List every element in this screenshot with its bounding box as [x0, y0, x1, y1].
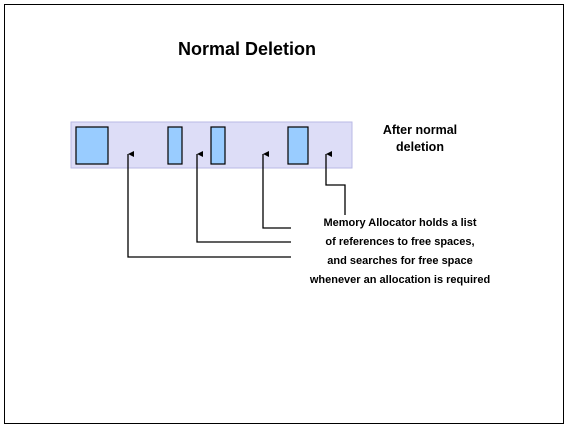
- free-space-pointer: [127, 151, 291, 258]
- free-space-pointer: [196, 151, 291, 243]
- allocated-block: [167, 126, 183, 165]
- memory-diagram: [70, 121, 353, 258]
- allocated-block: [210, 126, 226, 165]
- caption-line: and searches for free space: [327, 255, 473, 267]
- state-label: After normal deletion: [365, 122, 475, 156]
- slide: Normal Deletion After normal deletion Me…: [4, 4, 564, 424]
- state-label-line: deletion: [396, 140, 444, 154]
- free-space-pointer: [325, 151, 346, 215]
- allocated-block: [287, 126, 309, 165]
- state-label-line: After normal: [382, 123, 458, 137]
- caption-line: whenever an allocation is required: [309, 274, 491, 286]
- allocated-block: [75, 126, 109, 165]
- caption-line: Memory Allocator holds a list: [323, 217, 477, 229]
- caption-line: of references to free spaces,: [325, 236, 475, 248]
- free-space-pointer: [262, 151, 291, 229]
- allocator-caption: Memory Allocator holds a list of referen…: [289, 214, 511, 290]
- slide-title: Normal Deletion: [177, 39, 317, 59]
